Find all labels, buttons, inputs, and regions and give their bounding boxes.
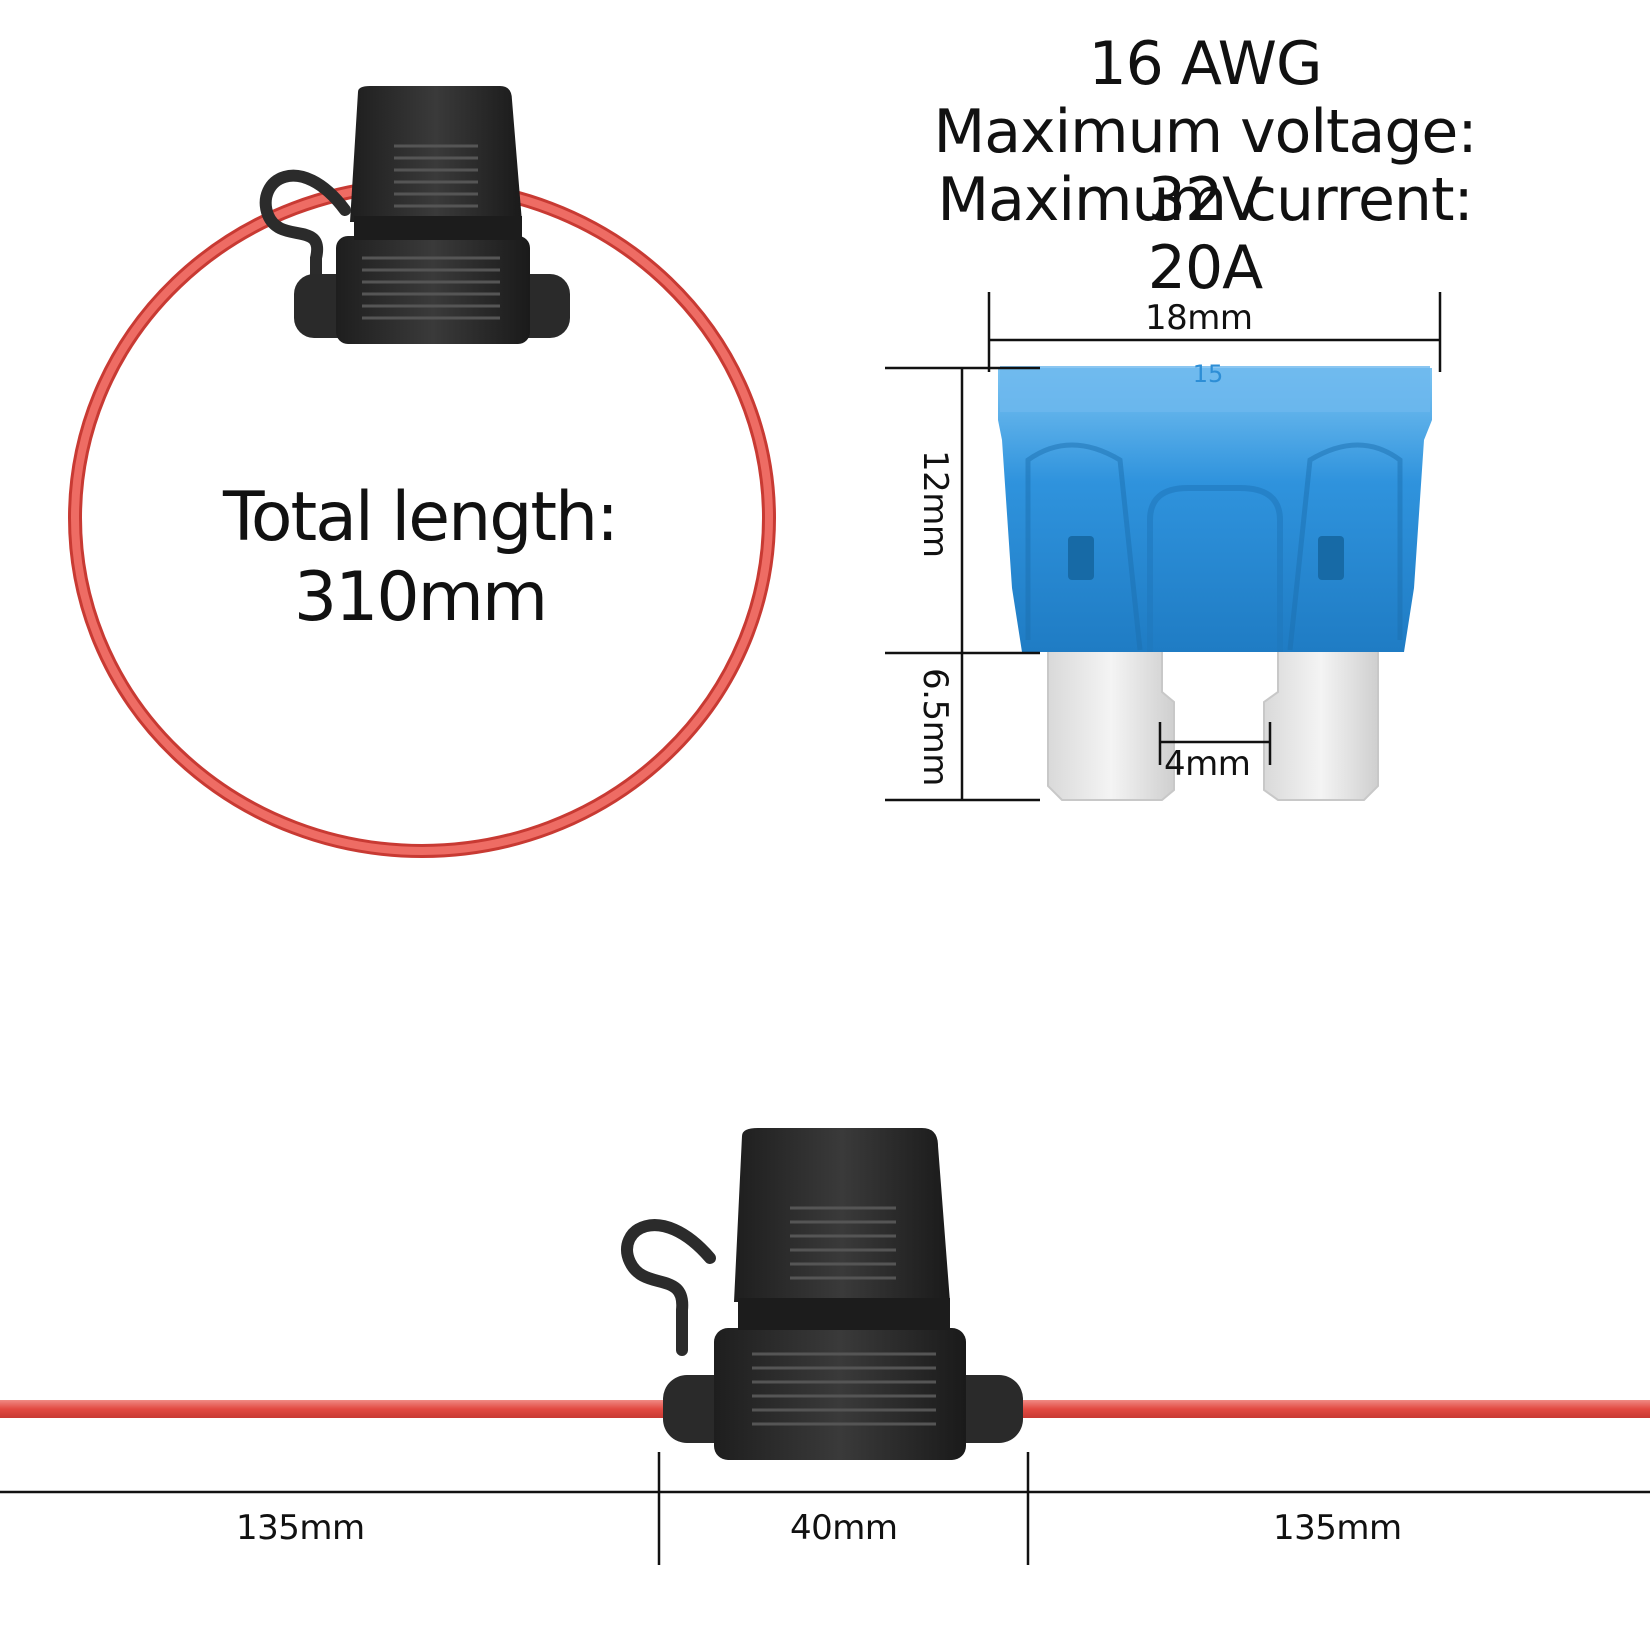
harness-dimension-lines (0, 1452, 1650, 1565)
holder-length-label: 40mm (790, 1508, 898, 1548)
fuse-blade-height-label: 6.5mm (915, 668, 955, 786)
max-current-label: Maximum current: 20A (937, 165, 1473, 303)
fuse-rating-mark: 15 (1193, 360, 1224, 388)
fuse-dimension-lines (885, 292, 1442, 802)
fuse-width-label: 18mm (1145, 298, 1253, 338)
fuse-blade-gap-label: 4mm (1164, 744, 1251, 784)
total-length-label: Total length: (222, 478, 619, 557)
left-wire-length-label: 135mm (236, 1508, 365, 1548)
blade-fuse: 15 (998, 360, 1432, 801)
fuse-body-height-label: 12mm (915, 450, 955, 558)
fuse-holder-top (259, 86, 570, 344)
fuse-holder-bottom (621, 1128, 1023, 1460)
right-wire-length-label: 135mm (1273, 1508, 1402, 1548)
max-voltage-label: Maximum voltage: 32V (933, 97, 1477, 235)
total-length-value: 310mm (293, 558, 548, 637)
wire-gauge-label: 16 AWG (1088, 29, 1322, 99)
